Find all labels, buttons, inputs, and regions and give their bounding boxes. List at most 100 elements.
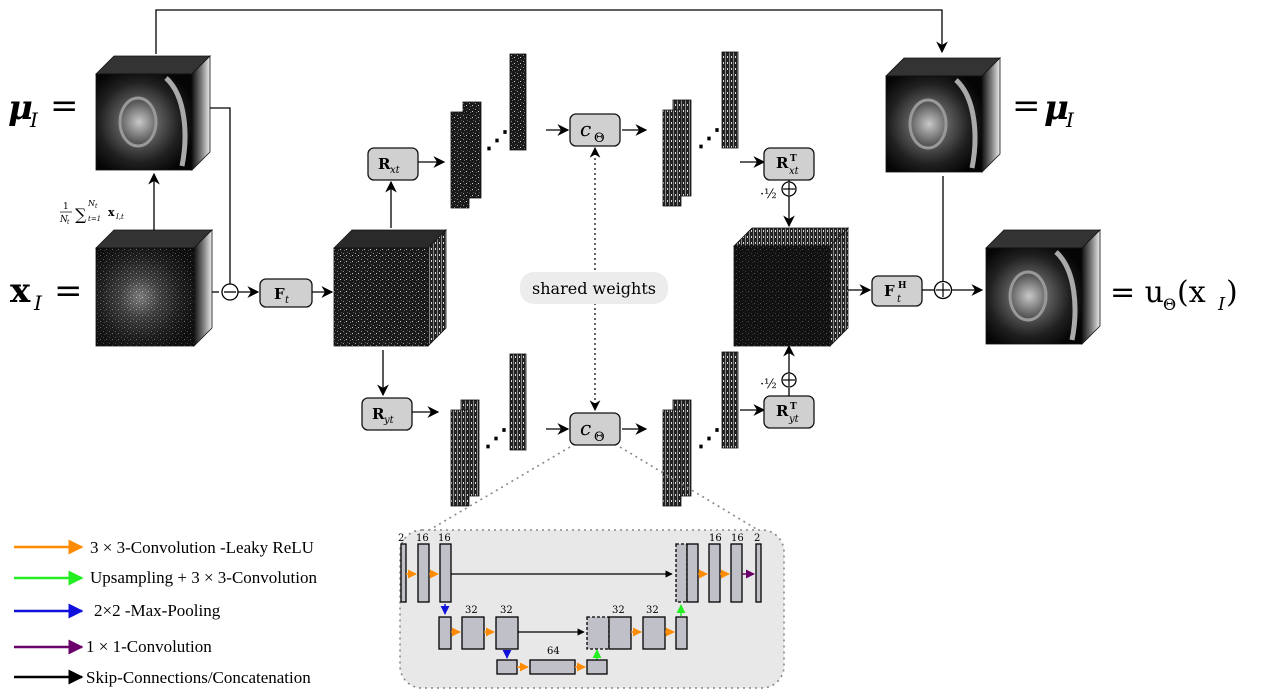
svg-text:1: 1 — [63, 202, 69, 212]
ellipsis-icon: ⋰ — [485, 125, 509, 154]
svg-text:T: T — [790, 402, 797, 412]
svg-text:xt: xt — [390, 165, 401, 176]
svg-text:Skip-Connections/Concatenation: Skip-Connections/Concatenation — [86, 668, 311, 687]
svg-text:1 × 1-Convolution: 1 × 1-Convolution — [86, 637, 212, 656]
half-factor-top: ·½ — [760, 187, 777, 202]
svg-text:2×2 -Max-Pooling: 2×2 -Max-Pooling — [94, 601, 221, 620]
mu-skip-line — [155, 9, 948, 54]
svg-text:16: 16 — [438, 533, 451, 544]
yt-slices-output: ⋰ — [662, 351, 739, 507]
plus-node-output — [933, 280, 953, 300]
svg-text:H: H — [898, 281, 907, 291]
svg-text:xt: xt — [789, 166, 800, 177]
svg-text:= u: = u — [1110, 275, 1164, 310]
svg-text:I: I — [1217, 294, 1226, 315]
plus-node-top — [781, 181, 797, 197]
svg-text:Upsampling + 3 × 3-Convolution: Upsampling + 3 × 3-Convolution — [90, 568, 317, 587]
kspace-output-cube — [733, 227, 849, 347]
legend-conv: 3 × 3-Convolution -Leaky ReLU — [14, 538, 314, 557]
shared-weights-label: shared weights — [532, 279, 656, 298]
ellipsis-icon: ⋰ — [484, 423, 508, 452]
zoom-line-left — [403, 446, 571, 546]
svg-text:x: x — [108, 206, 115, 219]
legend-upsample: Upsampling + 3 × 3-Convolution — [14, 568, 317, 587]
svg-text:t: t — [285, 295, 290, 306]
mu-right-label: = μ I — [1012, 86, 1075, 132]
mean-formula: 1 N t ∑ N t t=1 x I,t — [59, 199, 124, 226]
svg-text:32: 32 — [465, 605, 478, 616]
svg-text:32: 32 — [612, 605, 625, 616]
svg-text:32: 32 — [646, 605, 659, 616]
x-equals: = — [54, 271, 83, 311]
svg-text:F: F — [884, 282, 895, 300]
plus-node-bottom — [781, 372, 797, 388]
svg-text:32: 32 — [500, 605, 513, 616]
mu-subscript: I — [29, 108, 39, 132]
svg-text:yt: yt — [788, 414, 800, 425]
svg-text:): ) — [1226, 275, 1238, 310]
svg-text:2: 2 — [754, 533, 760, 544]
svg-text:Θ: Θ — [1163, 295, 1176, 314]
legend-skip: Skip-Connections/Concatenation — [14, 668, 311, 687]
svg-text:=: = — [1012, 86, 1041, 126]
svg-text:R: R — [372, 405, 385, 423]
yt-slices-input: ⋰ — [450, 353, 527, 507]
svg-text:N: N — [87, 199, 96, 208]
c-theta-top: c Θ — [569, 113, 621, 147]
legend-maxpool: 2×2 -Max-Pooling — [14, 601, 221, 620]
svg-text:T: T — [790, 154, 797, 164]
mu-to-minus-line — [210, 107, 231, 292]
svg-text:t: t — [95, 203, 98, 210]
legend-1x1conv: 1 × 1-Convolution — [14, 637, 212, 656]
svg-text:16: 16 — [709, 533, 722, 544]
svg-text:64: 64 — [547, 646, 560, 657]
kspace-cube — [333, 229, 447, 347]
svg-text:t: t — [67, 219, 70, 226]
svg-text:Θ: Θ — [594, 430, 605, 445]
svg-text:I,t: I,t — [115, 213, 124, 221]
svg-text:2: 2 — [398, 533, 404, 544]
svg-text:t=1: t=1 — [88, 215, 101, 223]
svg-text:c: c — [580, 416, 591, 440]
svg-text:I: I — [1065, 108, 1075, 132]
zoom-line-right — [619, 446, 784, 546]
svg-text:yt: yt — [383, 415, 395, 426]
mu-left-image — [96, 56, 210, 170]
Rxt-operator: R xt — [367, 147, 419, 181]
svg-text:R: R — [378, 155, 391, 173]
ellipsis-icon: ⋰ — [697, 423, 721, 452]
half-factor-bottom: ·½ — [760, 377, 777, 392]
xt-slices-input: ⋰ — [450, 53, 527, 209]
svg-text:N: N — [59, 215, 69, 225]
output-label: = u Θ (x I ) — [1110, 275, 1238, 315]
svg-text:3 × 3-Convolution -Leaky ReLU: 3 × 3-Convolution -Leaky ReLU — [90, 538, 314, 557]
ellipsis-icon: ⋰ — [697, 123, 721, 152]
legend: 3 × 3-Convolution -Leaky ReLU Upsampling… — [14, 538, 317, 687]
svg-text:t: t — [897, 294, 902, 305]
x-symbol: x — [10, 271, 31, 311]
x-subscript: I — [33, 291, 43, 315]
svg-text:c: c — [580, 117, 591, 141]
c-theta-bottom: c Θ — [569, 412, 621, 446]
output-image — [986, 230, 1100, 344]
mu-right-image — [886, 58, 1000, 172]
Ryt-operator: R yt — [361, 397, 413, 431]
x-left-label: x I = — [10, 271, 83, 315]
svg-text:∑: ∑ — [75, 205, 87, 224]
svg-text:R: R — [776, 154, 789, 172]
Ft-operator: F t — [259, 278, 313, 308]
unet-diagram: 2 16 16 16 16 2 32 32 32 — [398, 533, 762, 675]
mu-equals: = — [50, 86, 79, 126]
mu-symbol: μ — [8, 88, 33, 128]
FtH-operator: F H t — [871, 275, 923, 307]
minus-node — [221, 283, 239, 301]
svg-text:μ: μ — [1044, 88, 1069, 128]
svg-text:16: 16 — [416, 533, 429, 544]
xt-slices-output: ⋰ — [662, 51, 739, 207]
svg-text:16: 16 — [731, 533, 744, 544]
RxtT-operator: R T xt — [763, 147, 815, 181]
mu-left-label: μ I = — [8, 86, 79, 132]
svg-text:R: R — [776, 402, 789, 420]
RytT-operator: R T yt — [763, 395, 815, 429]
